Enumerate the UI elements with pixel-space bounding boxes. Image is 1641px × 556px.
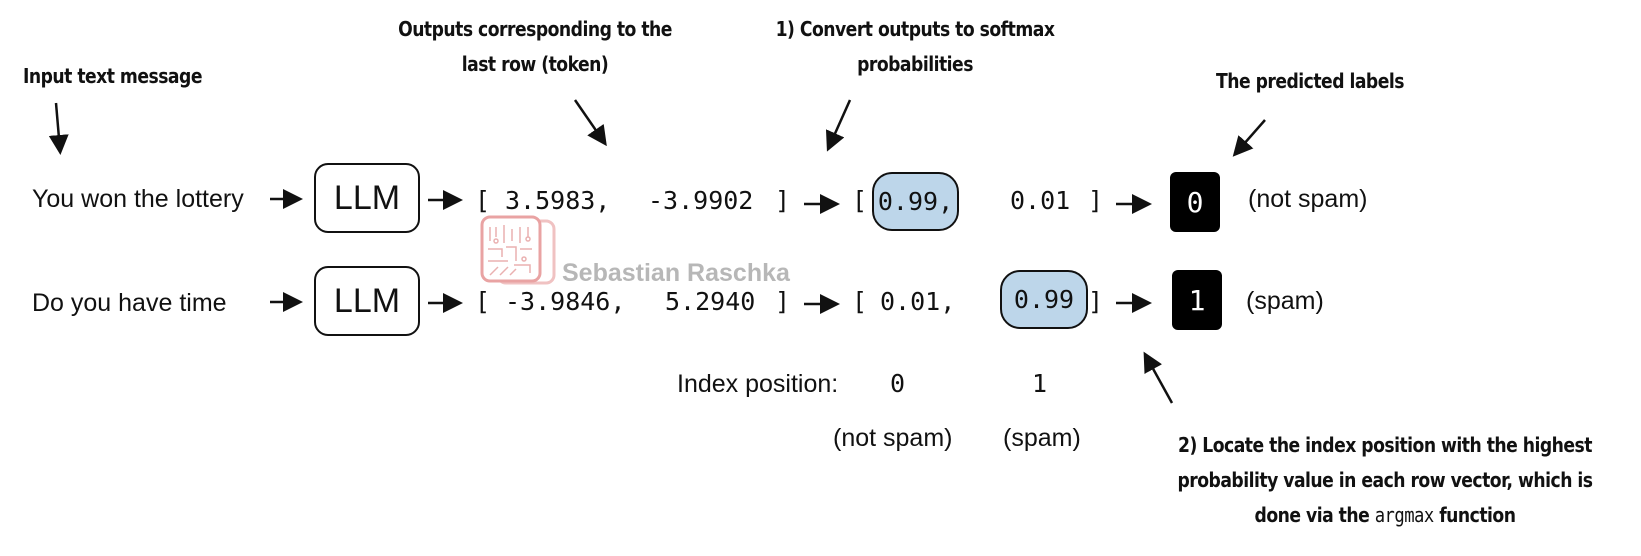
argmax-line3-prefix: done via the [1254,503,1375,527]
argmax-annotation-arrow [1143,351,1174,404]
softmax-annotation-line2: probabilities [857,52,973,76]
row2-logits-open-bracket: [ [475,287,491,316]
row1-logit-0: 3.5983, [505,186,611,215]
row2-predicted-label: 1 [1188,283,1206,317]
outputs-annotation-arrow [573,99,607,147]
row1-logit-1: -3.9902 [648,186,754,215]
argmax-annotation-line1: 2) Locate the index position with the hi… [1177,433,1593,457]
row1-llm-label: LLM [333,178,401,217]
row2-probs-close-bracket: ] [1088,287,1104,316]
row2-prob-1: 0.99 [1013,285,1075,314]
row1-input-text: You won the lottery [32,185,244,213]
argmax-annotation-line3: done via the argmax function [1170,498,1600,533]
row2-logit-1: 5.2940 [665,287,756,316]
row2-logits-close-bracket: ] [775,287,791,316]
argmax-annotation: 2) Locate the index position with the hi… [1170,428,1600,533]
row1-logits-close-bracket: ] [775,186,791,215]
index-0-meaning: (not spam) [833,424,953,452]
input-text-annotation: Input text message [16,59,210,94]
row1-llm-box: LLM [314,163,420,233]
row2-prob-1-highlight: 0.99 [1000,270,1088,329]
input-text-annotation-label: Input text message [23,64,202,88]
softmax-annotation: 1) Convert outputs to softmax probabilit… [769,12,1061,82]
row1-predicted-label: 0 [1186,185,1204,219]
row1-prob-0-highlight: 0.99, [872,172,959,231]
index-1: 1 [1032,369,1048,398]
row2-llm-label: LLM [333,281,401,320]
index-0: 0 [890,369,906,398]
row1-prob-1: 0.01 [1010,186,1071,215]
input-annotation-arrow [48,102,69,155]
row1-probs-close-bracket: ] [1088,186,1104,215]
row1-logits-open-bracket: [ [475,186,491,215]
predicted-labels-annotation-label: The predicted labels [1216,69,1404,93]
row1-probs-open-bracket: [ [852,186,868,215]
row2-prob-0: 0.01, [880,287,956,316]
row1-prob-0: 0.99, [877,187,954,216]
index-position-label: Index position: [677,370,839,398]
row2-llm-box: LLM [314,266,420,336]
outputs-last-row-annotation: Outputs corresponding to the last row (t… [385,12,686,82]
row2-logit-0: -3.9846, [505,287,626,316]
index-1-meaning: (spam) [1003,424,1081,452]
watermark-logo [480,215,560,292]
softmax-annotation-arrow [825,99,852,152]
row2-input-text: Do you have time [32,289,227,317]
row2-probs-open-bracket: [ [852,287,868,316]
row2-predicted-label-box: 1 [1172,270,1222,330]
argmax-annotation-line2: probability value in each row vector, wh… [1177,468,1593,492]
outputs-annotation-line1: Outputs corresponding to the [398,17,672,41]
circuit-board-logo-icon [480,215,556,285]
row1-predicted-label-box: 0 [1170,172,1220,232]
predicted-labels-annotation: The predicted labels [1198,64,1422,99]
row1-predicted-meaning: (not spam) [1248,185,1368,213]
argmax-line3-suffix: function [1433,503,1516,527]
argmax-code: argmax [1374,503,1435,527]
row2-predicted-meaning: (spam) [1246,287,1324,315]
watermark-text: Sebastian Raschka [562,259,790,287]
softmax-annotation-line1: 1) Convert outputs to softmax [775,17,1055,41]
predicted-annotation-arrow [1232,119,1266,157]
outputs-annotation-line2: last row (token) [461,52,609,76]
